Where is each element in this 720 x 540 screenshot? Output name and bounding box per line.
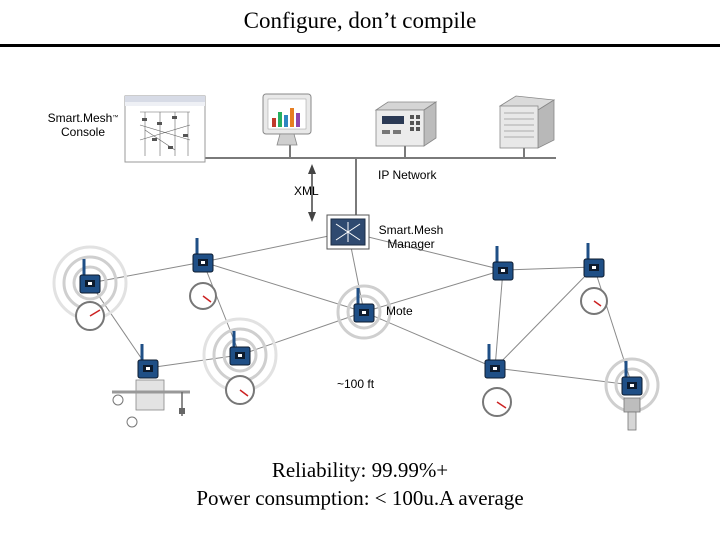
gauge-icon (225, 375, 255, 405)
ip-network-bus (205, 144, 556, 215)
double-arrow-icon (308, 164, 316, 222)
mote-label: Mote (386, 304, 413, 318)
manager-label: Smart.Mesh Manager (372, 223, 450, 251)
gauge-icon (189, 282, 217, 310)
valve-icon (112, 379, 190, 428)
monitor-chart-icon (262, 93, 312, 146)
reliability-text: Reliability: 99.99%+ (271, 458, 449, 482)
server-icon (498, 95, 556, 149)
mote-icon (492, 246, 514, 281)
mote-icon (79, 259, 101, 294)
gauge-icon (482, 387, 512, 417)
gauge-icon (75, 301, 105, 331)
title-rule (0, 44, 720, 47)
mote-icon (229, 331, 251, 366)
mote-icon (137, 344, 159, 379)
console-tm: ™ (112, 115, 119, 121)
mote-icon (583, 243, 605, 278)
console-label-line2: Console (60, 125, 106, 139)
mote-icon (353, 288, 375, 323)
console-label-line1: Smart.Mesh (47, 111, 113, 125)
manager-router-icon (326, 214, 370, 250)
controller-device-icon (374, 101, 438, 147)
xml-label: XML (294, 184, 319, 198)
manager-label-line2: Manager (387, 237, 435, 251)
mote-icon (192, 238, 214, 273)
range-label: ~100 ft (337, 377, 375, 391)
mote-icon (621, 361, 643, 396)
gauge-icon (580, 287, 608, 315)
mote-icon (484, 344, 506, 379)
console-label: Smart.Mesh™ Console (38, 111, 128, 139)
console-screenshot-icon (124, 95, 206, 163)
motes (79, 238, 643, 396)
sensor-probe-icon (623, 397, 641, 431)
power-consumption-text: Power consumption: < 100u.A average (196, 486, 524, 510)
gauges (75, 282, 608, 417)
slide-title: Configure, don’t compile (243, 8, 477, 33)
ip-network-label: IP Network (378, 168, 437, 182)
manager-label-line1: Smart.Mesh (378, 223, 444, 237)
